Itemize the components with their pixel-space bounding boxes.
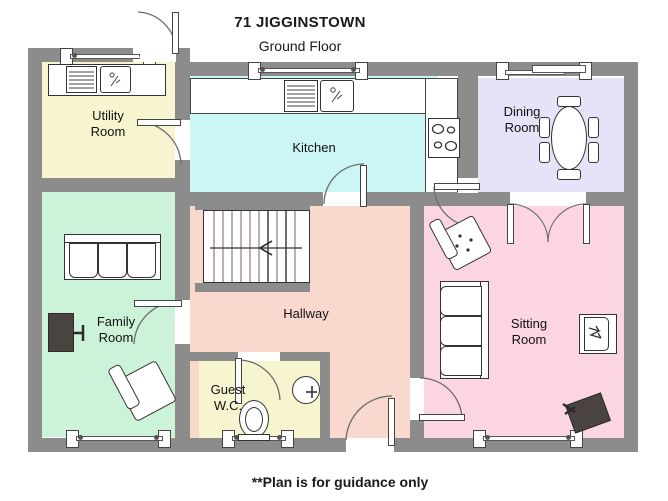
sitting-sofa-cushion-2 <box>440 316 482 346</box>
kitchen-tap-icon <box>330 87 343 103</box>
exterior-wall-right <box>624 62 638 452</box>
sitting-fireplace-opening <box>584 317 609 351</box>
door-leaf-utility-exterior <box>172 12 179 54</box>
family-sofa-cushion-3 <box>127 243 156 278</box>
door-opening-kitchen-hallway <box>323 192 365 206</box>
plan-disclaimer: **Plan is for guidance only <box>251 474 429 490</box>
interior-wall-kitchen-dining <box>458 62 478 193</box>
door-opening-guest-wc <box>238 352 280 361</box>
dining-chair-right-lower <box>588 142 599 163</box>
stair-enclosure-wall-top <box>195 201 310 210</box>
door-swing-utility-exterior <box>137 11 177 51</box>
page-subtitle: Ground Floor <box>258 38 342 54</box>
door-swing-hallway-sitting <box>419 377 463 421</box>
dining-chair-left-lower <box>539 142 550 163</box>
window-dining-sliding <box>496 62 592 80</box>
door-opening-hallway-sitting <box>410 378 424 420</box>
door-opening-dining-sitting-double <box>510 192 586 206</box>
sitting-armchair-buttons-icon <box>455 234 473 252</box>
wc-toilet-seat-icon <box>245 407 263 432</box>
interior-wall-utility-family <box>42 178 190 192</box>
stair-well <box>203 210 310 283</box>
dining-chair-top <box>557 96 581 107</box>
kitchen-hob-burners-icon <box>431 123 458 152</box>
window-family <box>66 430 171 448</box>
window-sitting-bottom <box>473 430 583 448</box>
kitchen-sink-icon <box>320 80 354 112</box>
interior-wall-wc-right <box>320 352 330 452</box>
door-swing-dining-sitting-double <box>509 203 587 243</box>
wc-basin-tap-icon <box>306 386 317 398</box>
kitchen-dishwasher-icon <box>284 80 318 112</box>
kitchen-dishwasher-lines-icon <box>287 85 315 107</box>
door-leaf-hallway-sitting <box>419 414 465 421</box>
door-leaf-kitchen-hallway <box>360 165 367 207</box>
window-kitchen <box>248 62 368 80</box>
family-television <box>48 313 74 352</box>
door-leaf-kitchen-dining <box>434 183 480 190</box>
kitchen-hob-icon <box>428 118 460 158</box>
stair-enclosure-wall <box>195 283 310 292</box>
exterior-wall-left <box>28 48 42 452</box>
door-leaf-dining-sitting-left <box>507 204 514 244</box>
family-television-stand-icon <box>73 325 85 341</box>
sitting-sofa-cushion-1 <box>440 286 482 316</box>
staircase-direction-arrow-icon <box>210 240 302 256</box>
page-title: 71 JIGGINSTOWN <box>234 14 366 31</box>
door-swing-guest-wc <box>237 359 281 401</box>
sitting-sofa-cushion-3 <box>440 346 482 376</box>
wc-toilet-cistern-icon <box>238 434 270 441</box>
door-leaf-guest-wc <box>235 358 242 404</box>
door-swing-kitchen-hallway <box>323 163 365 205</box>
dining-chair-right-upper <box>588 117 599 138</box>
door-leaf-family-hallway <box>134 300 182 307</box>
dining-chair-bottom <box>557 169 581 180</box>
dining-table <box>551 106 587 170</box>
staircase-treads-icon <box>213 211 296 282</box>
sitting-fireplace-flame-icon <box>588 325 602 339</box>
door-leaf-utility-kitchen <box>137 119 181 126</box>
door-leaf-front-entrance <box>388 398 395 446</box>
door-swing-family-hallway <box>133 301 177 345</box>
door-opening-utility-exterior <box>140 48 176 62</box>
door-leaf-dining-sitting-right <box>583 204 590 244</box>
dining-chair-left-upper <box>539 117 550 138</box>
sitting-television-stand-icon <box>562 402 576 416</box>
family-sofa-back <box>64 234 161 243</box>
family-sofa-cushion-1 <box>69 243 98 278</box>
door-swing-front-entrance <box>345 395 393 441</box>
door-opening-front-entrance <box>346 438 394 452</box>
door-opening-family-hallway <box>175 300 190 344</box>
utility-tap-icon <box>109 72 121 87</box>
family-sofa-cushion-2 <box>98 243 127 278</box>
wc-wash-basin-icon <box>292 376 320 404</box>
washing-machine-lines-icon <box>69 71 94 89</box>
